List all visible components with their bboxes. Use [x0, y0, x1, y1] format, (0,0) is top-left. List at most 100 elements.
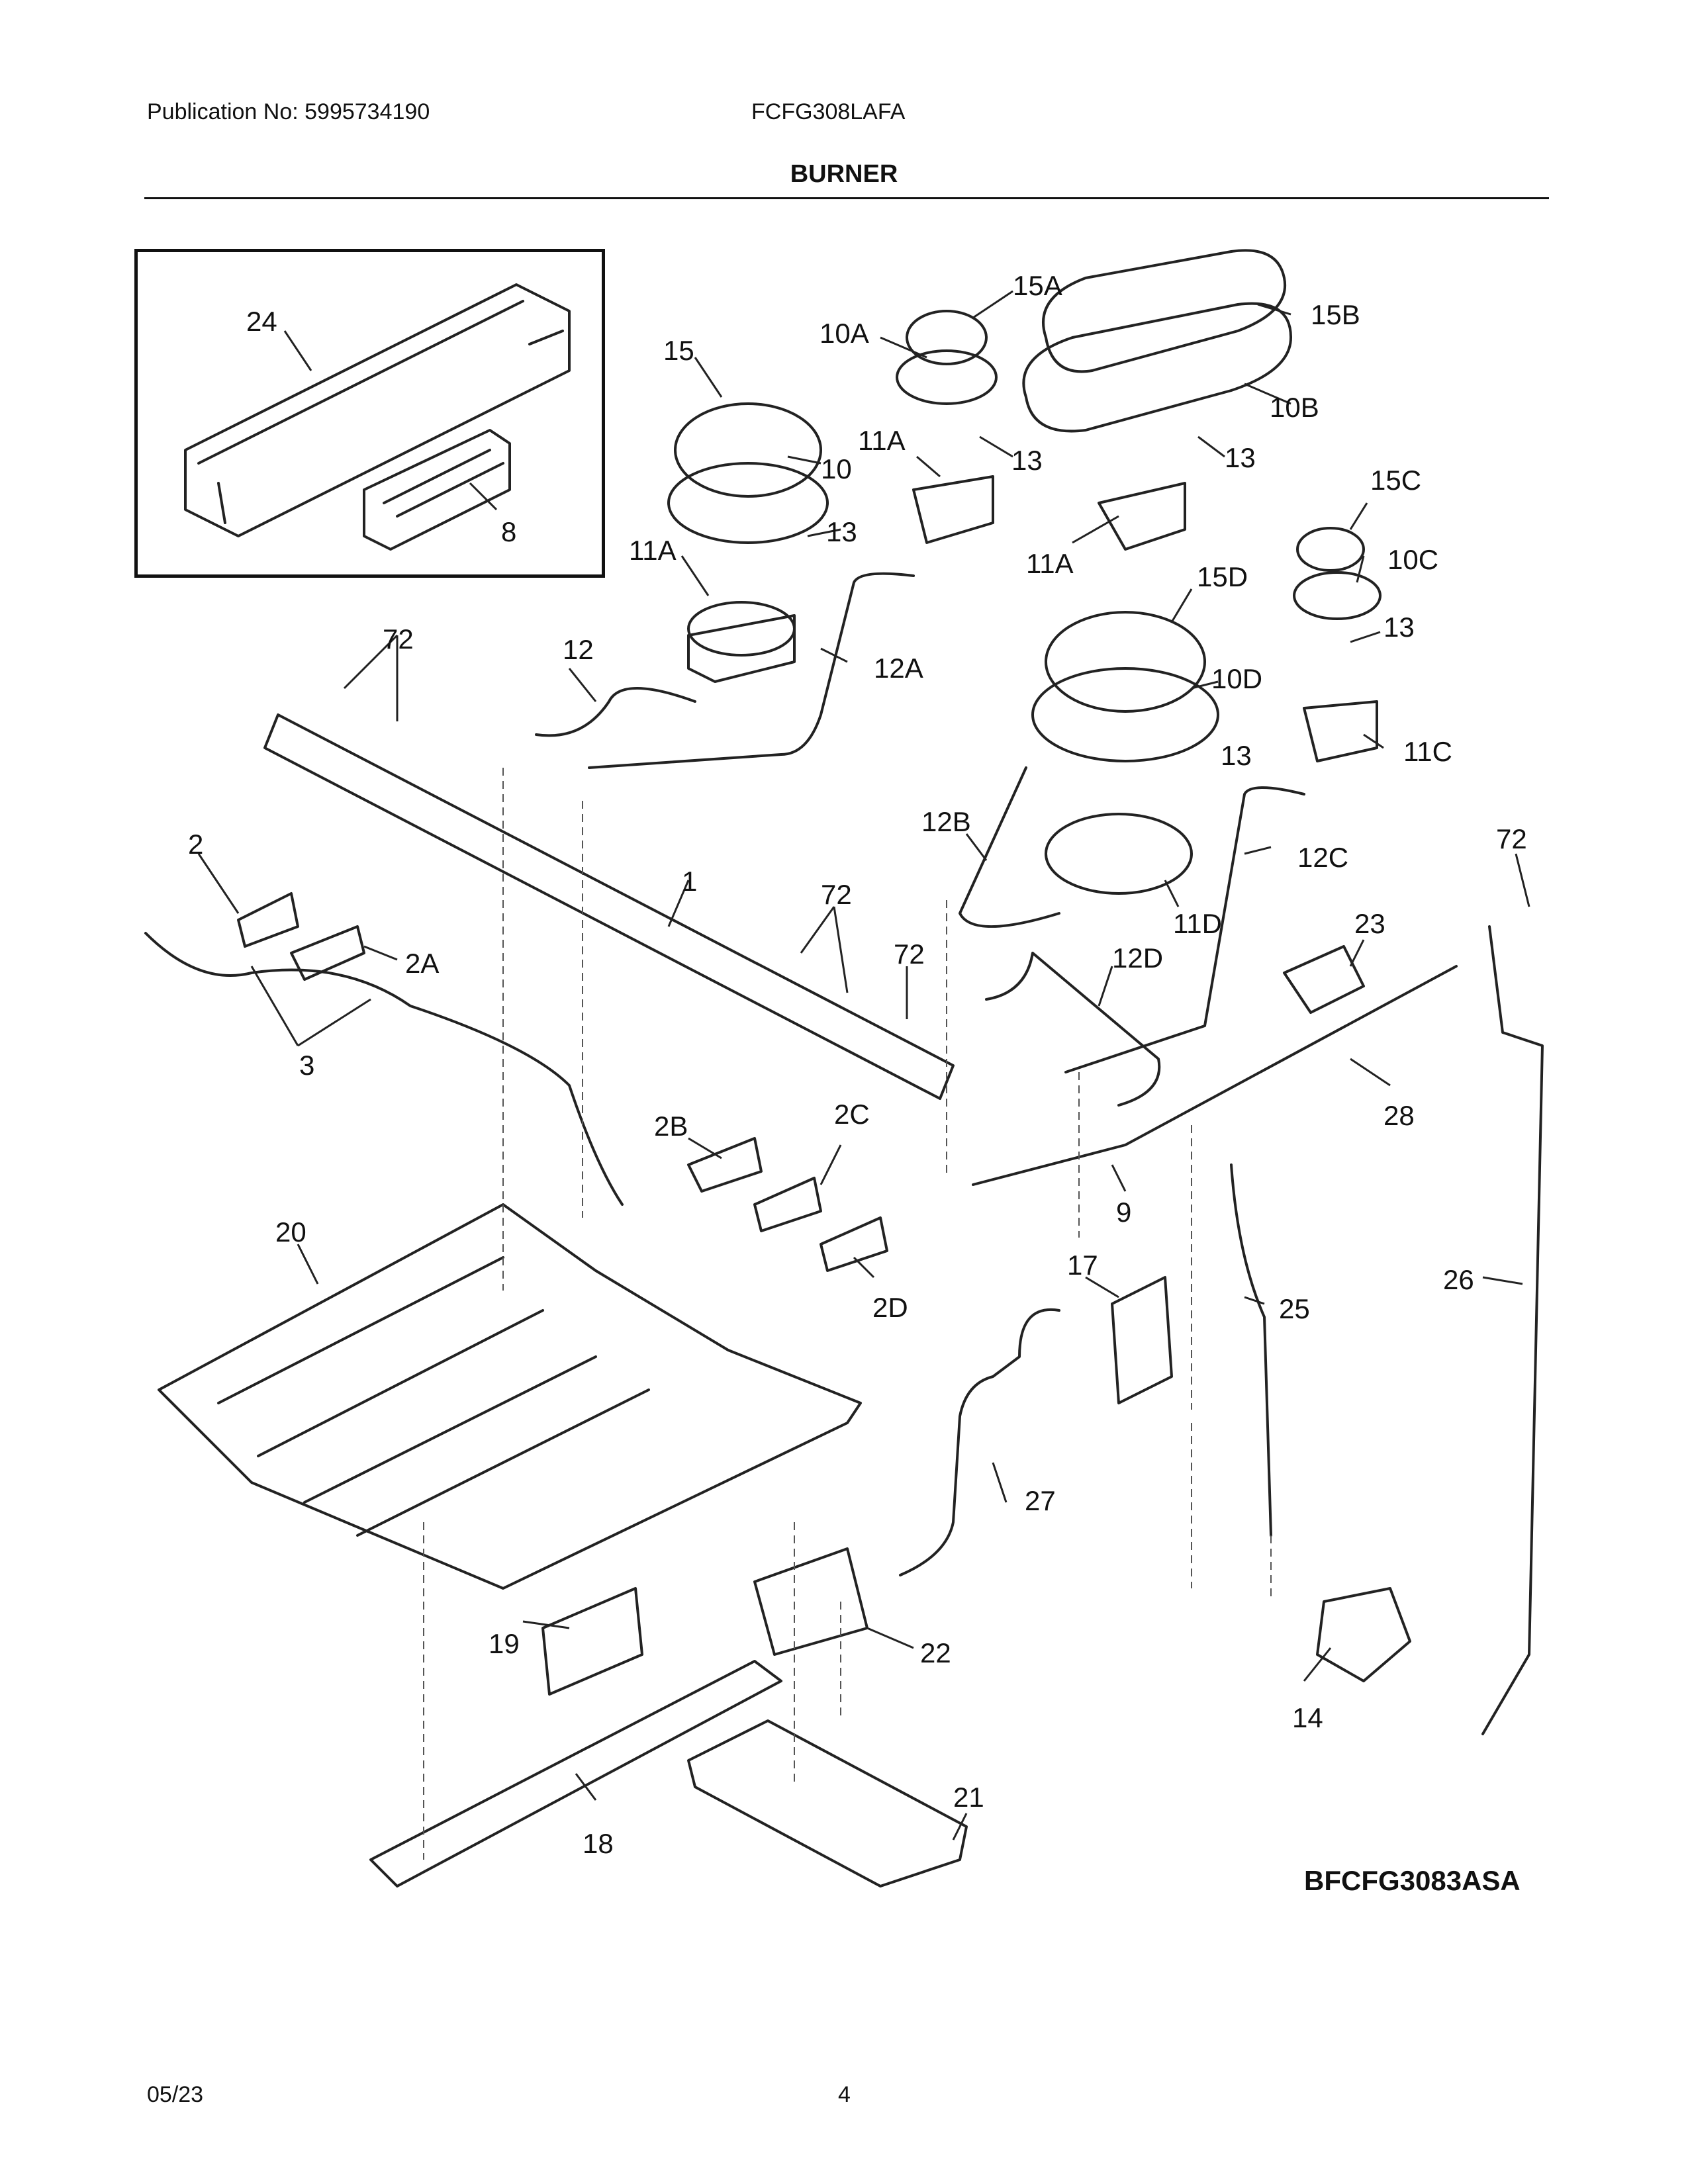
- inset-box: [134, 249, 605, 578]
- callout-27: 27: [1025, 1485, 1056, 1516]
- callout-13: 13: [1011, 445, 1043, 476]
- callout-72-3: 72: [894, 938, 925, 970]
- part-12A-tube: [588, 572, 915, 769]
- part-2-valve: [237, 892, 299, 948]
- callout-72-2: 72: [821, 879, 852, 910]
- callout-10A: 10A: [820, 318, 869, 349]
- callout-21: 21: [953, 1782, 984, 1813]
- part-17-module: [1111, 1276, 1173, 1404]
- part-27-tube: [899, 1308, 1060, 1576]
- model-number: FCFG308LAFA: [751, 99, 906, 124]
- part-2B-valve: [687, 1137, 763, 1193]
- part-19-bracket: [541, 1587, 643, 1696]
- part-11D-burner-base: [1045, 813, 1193, 895]
- callout-15A: 15A: [1013, 270, 1062, 301]
- footer-page-number: 4: [838, 2082, 851, 2107]
- publication-number: Publication No: 5995734190: [147, 99, 430, 124]
- callout-2B: 2B: [654, 1111, 688, 1142]
- callout-15D: 15D: [1197, 561, 1248, 592]
- footer-date: 05/23: [147, 2082, 204, 2107]
- part-8-switch: [363, 429, 511, 551]
- callout-2A: 2A: [405, 948, 439, 979]
- callout-10C: 10C: [1387, 544, 1438, 575]
- callout-11A-2: 11A: [629, 535, 677, 566]
- section-title: BURNER: [790, 160, 898, 188]
- callout-25: 25: [1279, 1293, 1310, 1324]
- callout-15: 15: [663, 335, 694, 366]
- callout-11D: 11D: [1173, 908, 1222, 939]
- part-12C-tube: [1064, 786, 1305, 1073]
- part-10C-burner-head: [1293, 571, 1382, 620]
- callout-11A-3: 11A: [1026, 548, 1074, 579]
- callout-72: 72: [383, 623, 414, 655]
- callout-24: 24: [246, 306, 277, 337]
- part-15-burner-cap: [674, 402, 822, 498]
- part-10B-oval-head: [1022, 302, 1292, 433]
- callout-13-5: 13: [1221, 740, 1252, 771]
- part-11A-burner-base-2: [912, 475, 994, 544]
- part-14-regulator: [1316, 1587, 1411, 1682]
- callout-23: 23: [1354, 908, 1385, 939]
- callout-12D: 12D: [1112, 942, 1163, 974]
- part-3-harness: [144, 932, 624, 1206]
- callout-20: 20: [275, 1216, 306, 1248]
- part-24-bracket: [184, 283, 571, 537]
- part-10-burner-head: [667, 462, 829, 544]
- callout-2C: 2C: [834, 1099, 870, 1130]
- part-15B-oval-cap: [1042, 249, 1287, 373]
- part-11A-burner-base-3: [1098, 482, 1186, 551]
- part-26-tube: [1481, 925, 1544, 1735]
- callout-19: 19: [489, 1628, 520, 1659]
- callout-12A: 12A: [874, 653, 923, 684]
- callout-17: 17: [1067, 1250, 1098, 1281]
- part-18-broil-burner: [369, 1660, 782, 1888]
- part-9-tube: [972, 965, 1458, 1186]
- callout-1: 1: [682, 866, 697, 897]
- callout-13-2: 13: [826, 516, 857, 547]
- part-22-bracket: [753, 1547, 868, 1656]
- part-12D-tube: [985, 952, 1161, 1107]
- callout-2: 2: [188, 829, 203, 860]
- callout-15C: 15C: [1370, 465, 1421, 496]
- callout-10B: 10B: [1270, 392, 1319, 423]
- part-2D-valve: [820, 1216, 888, 1272]
- part-12-tube: [535, 687, 696, 737]
- callout-2D: 2D: [872, 1292, 908, 1323]
- callout-13-4: 13: [1383, 612, 1415, 643]
- part-24-bracket-inner: [197, 300, 564, 524]
- part-10D-burner-head: [1031, 667, 1219, 762]
- callout-8: 8: [501, 516, 516, 547]
- part-10A-burner-head: [896, 349, 998, 405]
- callout-26: 26: [1443, 1264, 1474, 1295]
- part-1-manifold: [263, 713, 955, 1100]
- part-15C-burner-cap: [1296, 527, 1365, 572]
- callout-12: 12: [563, 634, 594, 665]
- callout-3: 3: [299, 1050, 314, 1081]
- part-25-tube: [1230, 1163, 1272, 1537]
- part-12B-tube: [959, 766, 1060, 928]
- drawing-code: BFCFG3083ASA: [1304, 1865, 1521, 1896]
- part-11C-burner-base: [1303, 700, 1378, 762]
- callout-9: 9: [1116, 1197, 1131, 1228]
- part-15D-burner-cap: [1045, 611, 1206, 713]
- callout-72-4: 72: [1496, 823, 1527, 854]
- part-11A-burner-base: [687, 614, 796, 683]
- callout-12B: 12B: [921, 806, 971, 837]
- callout-10: 10: [821, 453, 852, 484]
- callout-12C: 12C: [1297, 842, 1348, 873]
- callout-18: 18: [583, 1828, 614, 1859]
- part-20-burner-pan: [158, 1203, 862, 1590]
- part-2C-valve: [753, 1177, 822, 1232]
- callout-13-3: 13: [1225, 442, 1256, 473]
- part-23-bracket: [1283, 945, 1365, 1014]
- callout-22: 22: [920, 1637, 951, 1668]
- callout-15B: 15B: [1311, 299, 1360, 330]
- callout-28: 28: [1383, 1100, 1415, 1131]
- callout-labels: 24 8 15 10 10A 15A 15B 10B 11A 13 11A 13…: [188, 270, 1527, 1859]
- callout-11A: 11A: [858, 425, 906, 456]
- part-21-shield: [687, 1719, 968, 1888]
- callout-11C: 11C: [1403, 736, 1452, 767]
- header-rule: [144, 197, 1549, 199]
- leader-lines: [197, 290, 1530, 1841]
